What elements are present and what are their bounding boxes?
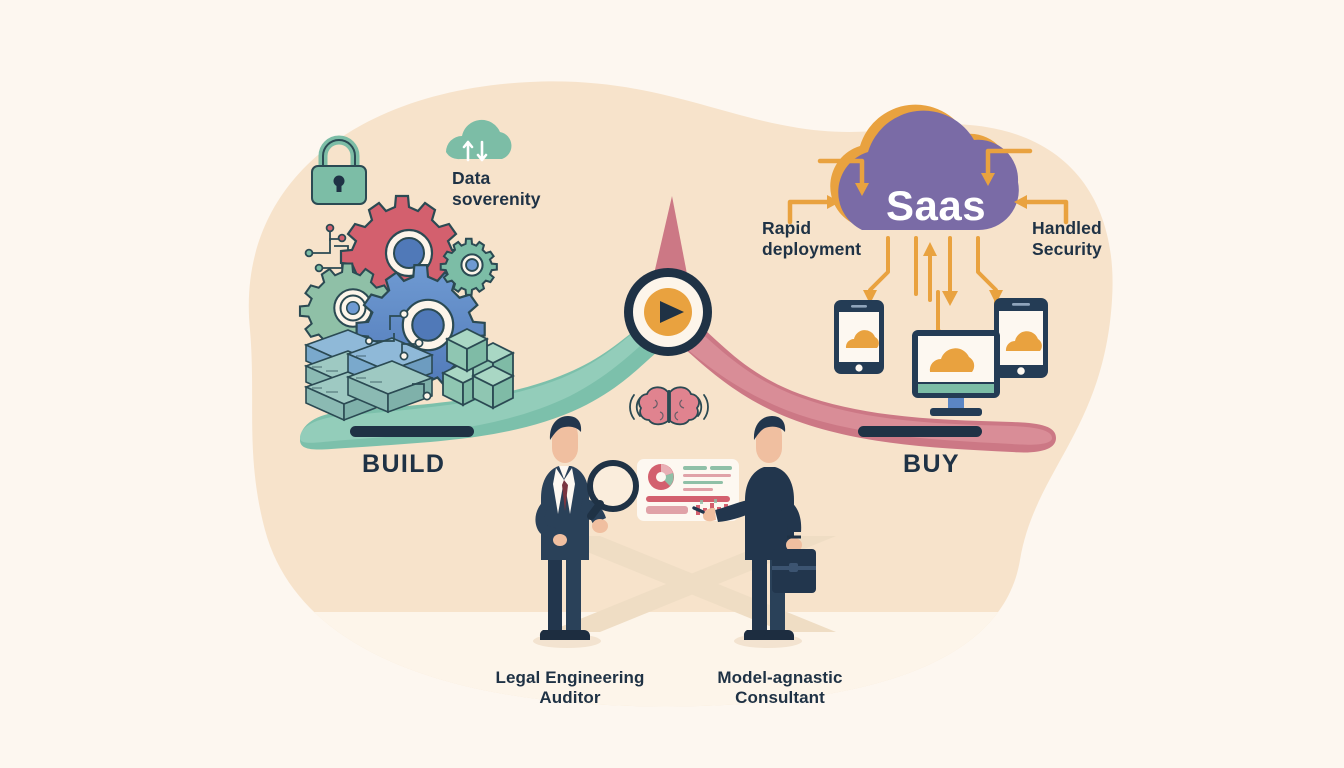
arrow-right-icon xyxy=(827,195,840,209)
businessman-figure xyxy=(533,416,608,648)
magnifying-glass-icon xyxy=(587,460,639,520)
arrow-left-icon xyxy=(1023,199,1069,225)
arrow-down-icon xyxy=(981,173,995,186)
label-handled-security: Handled Security xyxy=(1032,218,1102,259)
circuit-node-icon xyxy=(364,309,432,401)
arrow-down-icon xyxy=(942,291,958,306)
label-role-right: Model-agnastic Consultant xyxy=(717,668,843,708)
label-buy: BUY xyxy=(903,450,960,478)
cloud-icon xyxy=(830,104,1019,231)
build-curve-highlight xyxy=(300,316,668,443)
build-bar xyxy=(350,426,474,437)
arrow-up-icon xyxy=(923,242,937,256)
label-data-sovereignty: Data soverenity xyxy=(452,168,541,209)
label-role-left: Legal Engineering Auditor xyxy=(495,668,645,708)
arrow-down-icon xyxy=(863,290,877,304)
tablet-icon xyxy=(994,298,1048,378)
label-saas: Saas xyxy=(886,182,987,229)
report-chart-icon xyxy=(637,459,739,521)
buy-curve-highlight xyxy=(666,318,1052,445)
arrow-right-icon xyxy=(787,199,831,225)
desktop-monitor-icon xyxy=(912,330,1000,416)
tablet-icon xyxy=(834,300,884,374)
arrow-left-icon xyxy=(1014,195,1027,209)
arrow-down-icon xyxy=(985,148,1033,179)
briefcase-icon xyxy=(772,535,816,593)
label-rapid-deployment: Rapid deployment xyxy=(762,218,862,259)
cloud-sync-icon xyxy=(446,119,512,162)
cube-icon xyxy=(440,327,516,410)
arrow-down-icon xyxy=(817,158,865,189)
gear-icon xyxy=(439,237,498,296)
label-build: BUILD xyxy=(362,450,446,478)
brain-icon xyxy=(629,386,709,426)
arrow-down-icon xyxy=(855,183,869,196)
padlock-icon xyxy=(311,135,367,205)
server-stack-icon xyxy=(303,329,435,422)
arrow-down-icon xyxy=(989,290,1003,304)
play-button-icon xyxy=(624,268,712,356)
buy-bar xyxy=(858,426,982,437)
